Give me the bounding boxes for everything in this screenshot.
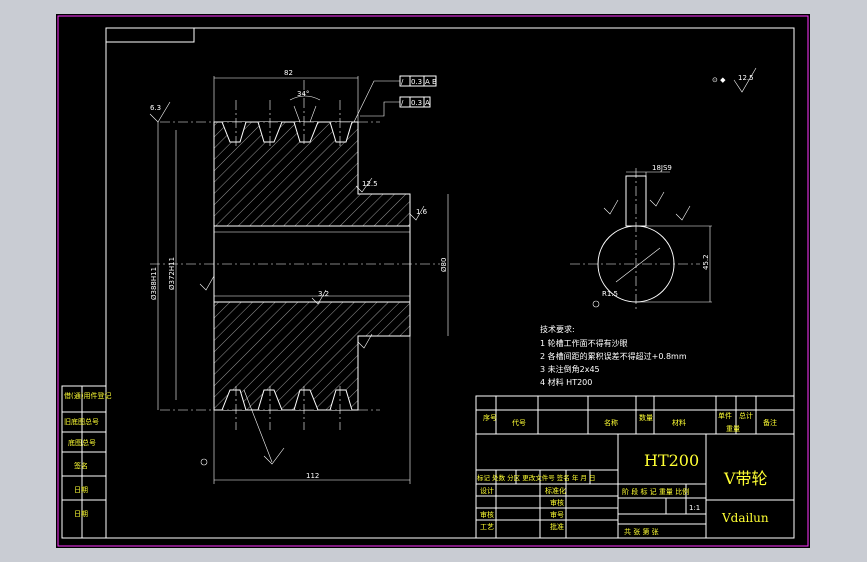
keyway-depth: 45.2 — [702, 254, 710, 270]
role-review: 审核 — [480, 510, 494, 519]
sheet-label: 共 张 第 张 — [624, 527, 659, 536]
dim-hub-diameter: Ø80 — [440, 258, 448, 272]
side-label: 签名 — [74, 461, 88, 470]
side-label: 日期 — [74, 486, 88, 494]
general-roughness-note: ⊙ ◆ 12.5 — [712, 67, 757, 93]
role-audit: 审号 — [550, 510, 564, 519]
header-name: 名称 — [604, 418, 618, 427]
material-text: HT200 — [644, 451, 699, 470]
tol-value-1: 0.3 — [411, 78, 422, 86]
hub-end-view: 18JS9 45.2 R1.5 — [570, 164, 712, 310]
dim-top: 82 — [284, 69, 293, 77]
revision-header: 标记 处数 分区 更改文件号 签名 年 月 日 — [477, 473, 595, 482]
dim-bottom: 112 — [306, 472, 319, 480]
tech-requirements: 技术要求: 1 轮槽工作面不得有沙眼 2 各槽间距的累积误差不得超过+0.8mm… — [540, 324, 687, 387]
tol-ref-1: A B — [425, 78, 437, 86]
roughness-4: 1.6 — [416, 208, 428, 216]
tech-item: 2 各槽间距的累积误差不得超过+0.8mm — [540, 351, 687, 361]
dim-outer-diameter: Ø388H11 — [150, 267, 158, 300]
roughness-1: 6.3 — [150, 104, 161, 112]
header-material: 材料 — [672, 418, 686, 427]
stage-labels: 阶 段 标 记 重量 比例 — [622, 487, 689, 496]
tech-item: 3 未注倒角2x45 — [540, 364, 600, 374]
roughness-2: 3.2 — [318, 290, 329, 298]
tech-item: 1 轮槽工作面不得有沙眼 — [540, 338, 628, 348]
tol-ref-2: A — [425, 99, 430, 107]
scale-value: 1:1 — [689, 504, 700, 512]
roughness-3: 12.5 — [362, 180, 378, 188]
side-registration-column: 借(通)用件登记 旧底图总号 底图总号 签名 日期 日期 — [61, 385, 111, 539]
dim-angle: 34° — [297, 90, 309, 98]
role-approve: 批准 — [550, 522, 564, 531]
dim-pitch-diameter: Ø372H11 — [168, 257, 176, 290]
svg-text:/: / — [401, 99, 404, 107]
header-weight: 重量 — [726, 425, 740, 433]
svg-text:/: / — [401, 78, 404, 86]
role-standard: 标准化 — [545, 486, 566, 495]
tech-item: 4 材料 HT200 — [540, 377, 592, 387]
side-label: 借(通)用件登记 — [64, 391, 111, 400]
header-unit: 单件 — [718, 411, 732, 420]
tol-value-2: 0.3 — [411, 99, 422, 107]
side-label: 日期 — [74, 510, 88, 518]
part-name: V带轮 — [723, 469, 768, 488]
svg-text:⊙ ◆: ⊙ ◆ — [712, 76, 726, 84]
outer-border — [57, 15, 809, 547]
header-seq: 序号 — [483, 413, 497, 422]
side-label: 底图总号 — [68, 438, 96, 447]
pulley-section-view: 82 34° / 0.3 A B / 0.3 A Ø388H11 Ø372H11… — [149, 69, 449, 484]
role-process: 工艺 — [480, 523, 494, 531]
header-total: 总计 — [739, 411, 753, 420]
header-remark: 备注 — [763, 418, 777, 427]
inner-border — [105, 27, 795, 539]
side-label: 旧底图总号 — [64, 417, 99, 426]
chamfer-note: R1.5 — [602, 290, 618, 298]
header-code: 代号 — [512, 418, 526, 427]
roughness-general: 12.5 — [738, 74, 754, 82]
part-name-pinyin: Vdailun — [721, 511, 769, 525]
keyway-width: 18JS9 — [652, 164, 672, 172]
drawing-canvas — [56, 14, 810, 548]
tech-title: 技术要求: — [540, 324, 575, 334]
title-block: 序号 代号 名称 数量 材料 单件 总计 重量 备注 标记 处数 分区 更改文件… — [475, 395, 795, 539]
role-check: 审核 — [550, 498, 564, 507]
corner-box — [105, 27, 195, 43]
header-qty: 数量 — [639, 413, 653, 422]
role-design: 设计 — [480, 486, 494, 495]
